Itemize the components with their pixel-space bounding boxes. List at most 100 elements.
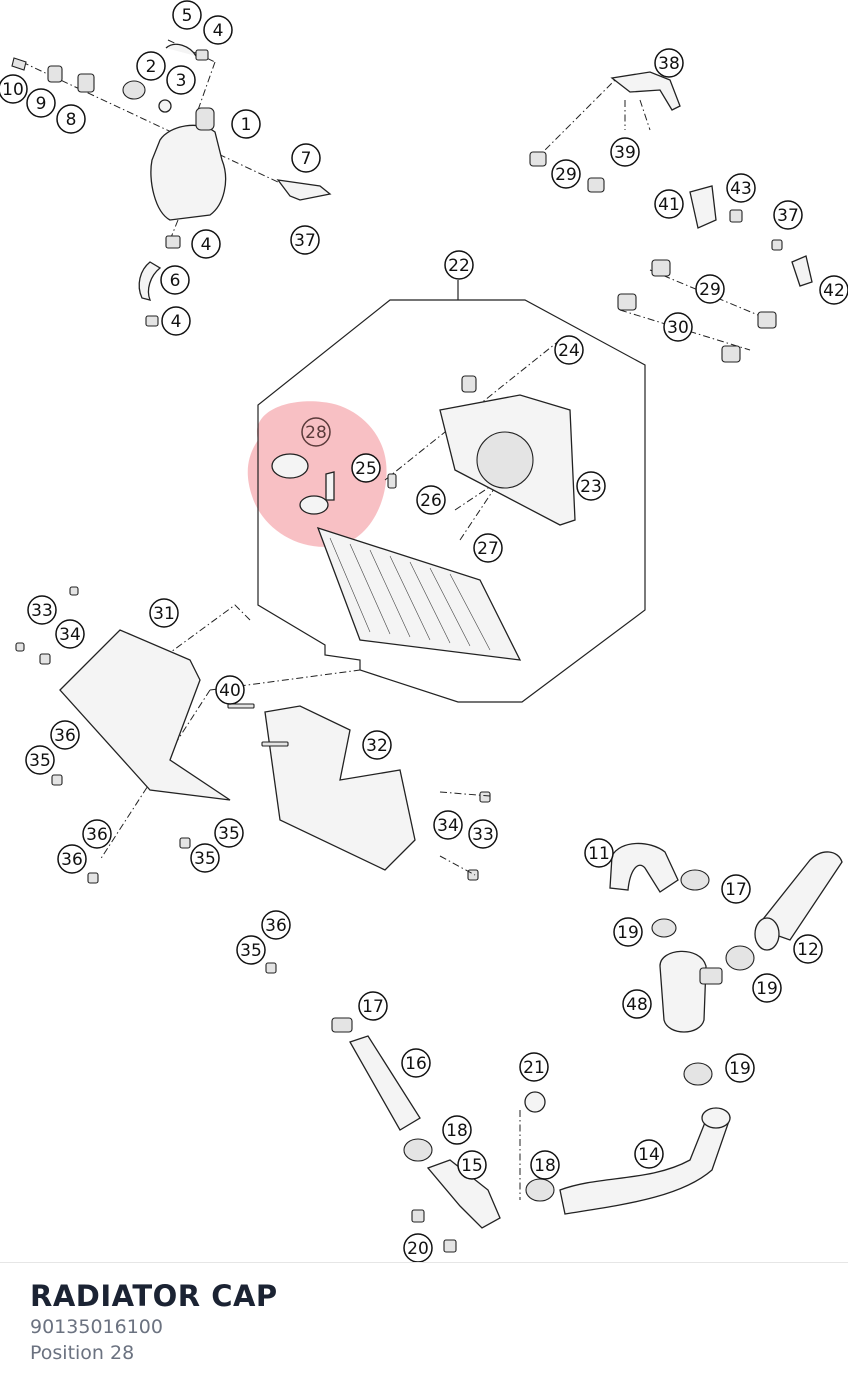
callout-label: 1 [241,115,252,135]
callout-20[interactable]: 20 [403,1233,433,1262]
callout-22[interactable]: 22 [444,250,474,280]
callout-circle [27,595,57,625]
callout-34[interactable]: 34 [55,619,85,649]
callout-37[interactable]: 37 [773,200,803,230]
callout-10[interactable]: 10 [0,74,28,104]
callout-circle [726,173,756,203]
part-number: 90135016100 [30,1316,163,1338]
callout-23[interactable]: 23 [576,471,606,501]
callout-label: 19 [617,923,639,943]
callout-circle [721,874,751,904]
callout-36[interactable]: 36 [57,844,87,874]
callout-39[interactable]: 39 [610,137,640,167]
callout-29[interactable]: 29 [551,159,581,189]
callout-circle [576,471,606,501]
callout-circle [161,306,191,336]
callout-33[interactable]: 33 [468,819,498,849]
callout-circle [444,250,474,280]
radiator-group [257,280,646,703]
callout-label: 21 [523,1058,545,1078]
callout-15[interactable]: 15 [457,1150,487,1180]
callout-6[interactable]: 6 [160,265,190,295]
callout-8[interactable]: 8 [56,104,86,134]
callout-4[interactable]: 4 [161,306,191,336]
callout-3[interactable]: 3 [166,65,196,95]
callout-19[interactable]: 19 [613,917,643,947]
callout-circle [663,312,693,342]
callout-circle [215,675,245,705]
callout-24[interactable]: 24 [554,335,584,365]
callout-35[interactable]: 35 [25,745,55,775]
callout-2[interactable]: 2 [136,51,166,81]
callout-4[interactable]: 4 [191,229,221,259]
callout-29[interactable]: 29 [695,274,725,304]
callout-35[interactable]: 35 [190,843,220,873]
callout-label: 35 [29,751,51,771]
callout-18[interactable]: 18 [442,1115,472,1145]
callout-31[interactable]: 31 [149,598,179,628]
callout-27[interactable]: 27 [473,533,503,563]
radiator-shroud-group [15,586,491,974]
callout-26[interactable]: 26 [416,485,446,515]
callout-19[interactable]: 19 [725,1053,755,1083]
callout-label: 33 [31,601,53,621]
callout-18[interactable]: 18 [530,1150,560,1180]
callout-12[interactable]: 12 [793,934,823,964]
callout-36[interactable]: 36 [261,910,291,940]
callout-9[interactable]: 9 [26,88,56,118]
expansion-tank-group [11,39,332,327]
callout-25[interactable]: 25 [351,453,381,483]
callout-circle [149,598,179,628]
callout-17[interactable]: 17 [721,874,751,904]
callout-16[interactable]: 16 [401,1048,431,1078]
callout-11[interactable]: 11 [584,838,614,868]
callout-34[interactable]: 34 [433,810,463,840]
callout-label: 43 [730,179,752,199]
callout-4[interactable]: 4 [203,15,233,45]
callout-40[interactable]: 40 [215,675,245,705]
callout-17[interactable]: 17 [358,991,388,1021]
callout-circle [401,1048,431,1078]
callout-43[interactable]: 43 [726,173,756,203]
callout-35[interactable]: 35 [236,935,266,965]
callout-7[interactable]: 7 [291,143,321,173]
callout-36[interactable]: 36 [50,720,80,750]
callout-36[interactable]: 36 [82,819,112,849]
callout-label: 11 [588,844,610,864]
callout-circle [231,109,261,139]
callout-circle [160,265,190,295]
callout-label: 19 [756,979,778,999]
callout-30[interactable]: 30 [663,312,693,342]
callout-21[interactable]: 21 [519,1052,549,1082]
callout-circle [752,973,782,1003]
callout-42[interactable]: 42 [819,275,848,305]
callout-circle [519,1052,549,1082]
callout-label: 37 [777,206,799,226]
callout-48[interactable]: 48 [622,989,652,1019]
callout-circle [55,619,85,649]
callout-circle [166,65,196,95]
callout-37[interactable]: 37 [290,225,320,255]
callout-1[interactable]: 1 [231,109,261,139]
callout-19[interactable]: 19 [752,973,782,1003]
callout-38[interactable]: 38 [654,48,684,78]
callout-label: 35 [194,849,216,869]
callout-label: 29 [555,165,577,185]
callout-circle [172,0,202,30]
callout-28[interactable]: 28 [301,417,331,447]
callout-41[interactable]: 41 [654,189,684,219]
callout-33[interactable]: 33 [27,595,57,625]
callout-circle [358,991,388,1021]
callout-5[interactable]: 5 [172,0,202,30]
selected-part-highlight [247,401,387,547]
callout-label: 36 [265,916,287,936]
callout-circle [136,51,166,81]
callout-14[interactable]: 14 [634,1139,664,1169]
callout-35[interactable]: 35 [214,818,244,848]
callout-label: 9 [36,94,47,114]
callout-circle [554,335,584,365]
callout-32[interactable]: 32 [362,730,392,760]
callout-circle [622,989,652,1019]
callout-label: 14 [638,1145,660,1165]
